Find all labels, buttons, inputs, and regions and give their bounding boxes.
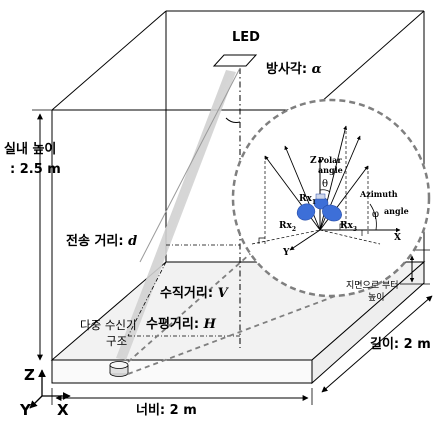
- room-height-line1: 실내 높이: [4, 142, 57, 157]
- theta-symbol: θ: [322, 179, 329, 190]
- height-from-floor-line2: 높이: [368, 293, 385, 303]
- inset-axis-y-label: Y: [283, 248, 290, 258]
- zoom-inset-circle: [231, 98, 431, 298]
- multi-receiver-line2: 구조: [106, 334, 128, 348]
- azimuth-angle-line1: Azimuth: [360, 189, 398, 199]
- room-height-line2: : 2.5 m: [10, 162, 61, 177]
- coordinate-axes: [29, 369, 71, 409]
- inset-axis-z-label: Z: [310, 156, 317, 166]
- horizontal-distance-label: 수평거리: H: [146, 318, 216, 331]
- rx2-label: Rx2: [279, 222, 296, 233]
- rx3-label: Rx3: [340, 222, 357, 233]
- room-box: [51, 10, 425, 360]
- polar-angle-line2: angle: [318, 165, 343, 175]
- inset-receiver-geometry: [251, 125, 401, 251]
- radiation-angle-text: 방사각:: [266, 62, 308, 77]
- axis-y-label: Y: [20, 401, 31, 419]
- vertical-distance-text: 수직거리:: [160, 286, 214, 301]
- transmission-distance-label: 전송 거리: d: [66, 235, 137, 248]
- rx3-sub: 3: [352, 225, 358, 233]
- inset-axis-x-label: X: [394, 233, 401, 243]
- transmission-distance-symbol: d: [128, 234, 138, 249]
- zoom-connector: [127, 237, 347, 375]
- multi-receiver-device: [109, 361, 129, 377]
- horizontal-distance-text: 수평거리:: [146, 317, 200, 332]
- length-label: 길이: 2 m: [370, 337, 431, 352]
- vertical-distance-label: 수직거리: V: [160, 287, 228, 300]
- led-label: LED: [232, 30, 260, 45]
- radiation-angle-arc: [225, 117, 241, 123]
- length-arrow: [321, 295, 433, 393]
- width-label: 너비: 2 m: [136, 403, 197, 418]
- azimuth-angle-arc: [369, 203, 377, 231]
- rx3-text: Rx: [340, 221, 353, 231]
- axis-x-label: X: [57, 401, 69, 419]
- rx1-sub: 1: [311, 198, 317, 206]
- transmission-distance-text: 전송 거리:: [66, 234, 124, 249]
- polar-angle-arc: [319, 189, 331, 193]
- azimuth-angle-line2: angle: [384, 206, 409, 216]
- polar-angle-line1: Polar: [318, 155, 342, 165]
- radiation-angle-symbol: α: [311, 62, 322, 77]
- phi-symbol: φ: [372, 209, 380, 220]
- vertical-distance-symbol: V: [217, 286, 228, 301]
- multi-receiver-line1: 다중 수신기: [80, 318, 137, 332]
- rx1-text: Rx: [299, 194, 312, 204]
- height-from-floor-line1: 지면으로 부터: [346, 281, 399, 291]
- rx2-sub: 2: [291, 225, 297, 233]
- axis-z-label: Z: [24, 366, 35, 384]
- light-beam: [116, 70, 236, 360]
- receiver-lobes: [296, 193, 342, 222]
- radiation-angle-label: 방사각: α: [266, 63, 322, 76]
- horizontal-distance-symbol: H: [203, 317, 216, 332]
- led-fixture: [212, 54, 258, 67]
- rx2-text: Rx: [279, 221, 292, 231]
- rx1-label: Rx1: [299, 195, 316, 206]
